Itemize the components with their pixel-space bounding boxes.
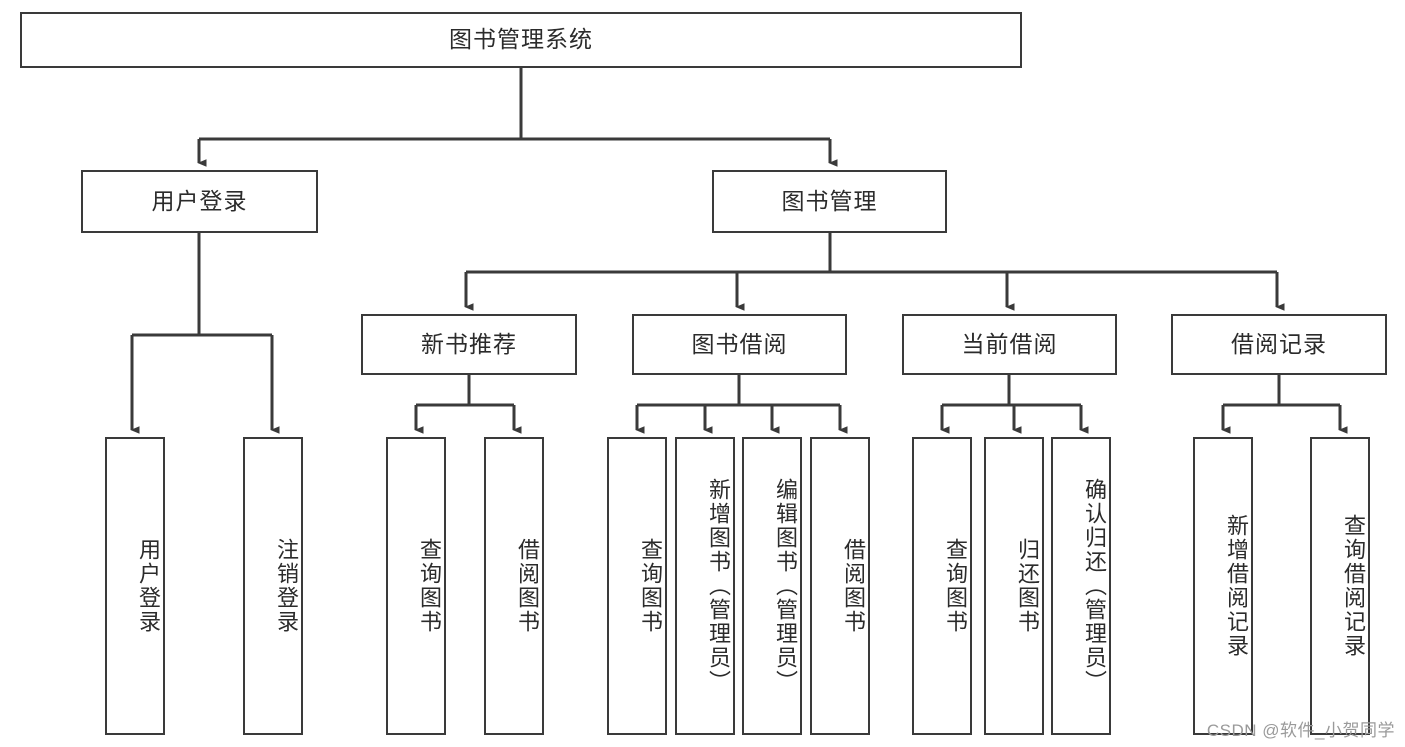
- node-leaf-edit-book[interactable]: 编辑图书（管理员）: [742, 437, 802, 735]
- node-leaf-add-book[interactable]: 新增图书（管理员）: [675, 437, 735, 735]
- node-leaf-add-borrow-record[interactable]: 新增借阅记录: [1193, 437, 1253, 735]
- node-leaf-borrow-book[interactable]: 借阅图书: [810, 437, 870, 735]
- node-leaf-logout-label: 注销登录: [274, 538, 299, 634]
- node-leaf-user-login[interactable]: 用户登录: [105, 437, 165, 735]
- node-current-borrow[interactable]: 当前借阅: [902, 314, 1117, 375]
- node-book-manage-label: 图书管理: [781, 187, 878, 214]
- node-new-book-recommend[interactable]: 新书推荐: [361, 314, 577, 375]
- node-user-login[interactable]: 用户登录: [81, 170, 318, 233]
- node-leaf-logout[interactable]: 注销登录: [243, 437, 303, 735]
- node-leaf-query-book-label: 查询图书: [638, 538, 663, 634]
- node-new-book-recommend-label: 新书推荐: [421, 330, 517, 357]
- node-leaf-add-book-label: 新增图书（管理员）: [706, 478, 731, 694]
- node-user-login-label: 用户登录: [151, 187, 248, 214]
- node-book-borrow[interactable]: 图书借阅: [632, 314, 847, 375]
- node-root-label: 图书管理系统: [449, 26, 593, 53]
- node-leaf-query-book-recommend-label: 查询图书: [417, 538, 442, 634]
- node-root[interactable]: 图书管理系统: [20, 12, 1022, 68]
- node-leaf-borrow-book-label: 借阅图书: [841, 538, 866, 634]
- node-leaf-query-borrow-record[interactable]: 查询借阅记录: [1310, 437, 1370, 735]
- node-leaf-confirm-return[interactable]: 确认归还（管理员）: [1051, 437, 1111, 735]
- node-leaf-query-book-current[interactable]: 查询图书: [912, 437, 972, 735]
- node-borrow-record-label: 借阅记录: [1231, 330, 1327, 357]
- node-book-manage[interactable]: 图书管理: [712, 170, 947, 233]
- watermark: CSDN @软件_小贺同学: [1206, 721, 1395, 740]
- node-leaf-query-book[interactable]: 查询图书: [607, 437, 667, 735]
- node-leaf-borrow-book-recommend[interactable]: 借阅图书: [484, 437, 544, 735]
- node-leaf-user-login-label: 用户登录: [136, 538, 161, 634]
- node-leaf-add-borrow-record-label: 新增借阅记录: [1224, 514, 1249, 658]
- node-leaf-confirm-return-label: 确认归还（管理员）: [1082, 478, 1107, 694]
- node-book-borrow-label: 图书借阅: [691, 330, 788, 357]
- node-leaf-borrow-book-recommend-label: 借阅图书: [515, 538, 540, 634]
- node-leaf-query-borrow-record-label: 查询借阅记录: [1341, 514, 1366, 658]
- node-leaf-edit-book-label: 编辑图书（管理员）: [773, 478, 798, 694]
- node-leaf-return-book-label: 归还图书: [1015, 538, 1040, 634]
- node-leaf-query-book-current-label: 查询图书: [943, 538, 968, 634]
- node-borrow-record[interactable]: 借阅记录: [1171, 314, 1387, 375]
- node-leaf-return-book[interactable]: 归还图书: [984, 437, 1044, 735]
- node-leaf-query-book-recommend[interactable]: 查询图书: [386, 437, 446, 735]
- node-current-borrow-label: 当前借阅: [961, 330, 1058, 357]
